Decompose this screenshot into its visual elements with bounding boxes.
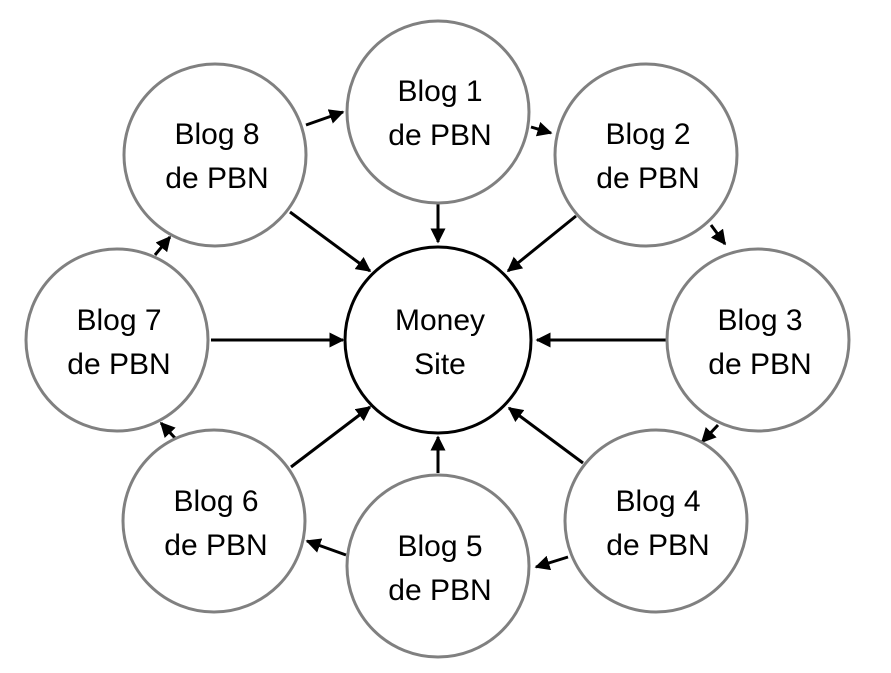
arrow-blog2-to-blog3 [709,224,727,246]
blog-6-label-line1: Blog 6 [173,485,258,518]
money-site-label-line2: Site [414,348,466,381]
arrow-blog4-to-money [507,406,584,465]
money-site-circle [343,245,533,435]
blog-6-label-line2: de PBN [164,529,267,562]
arrow-blog2-to-money [506,214,577,273]
blog-node-3: Blog 3 de PBN [665,247,851,433]
blog-node-7: Blog 7 de PBN [24,247,210,433]
blog-4-circle [563,428,749,614]
blog-2-label-line1: Blog 2 [605,118,690,151]
arrow-blog5-to-blog6 [305,538,347,557]
arrow-blog8-to-money [289,210,372,273]
blog-1-circle [345,19,531,205]
arrow-blog3-to-blog4 [700,423,720,444]
blog-8-circle [122,62,308,248]
blog-7-label-line2: de PBN [67,348,170,381]
blog-5-label-line1: Blog 5 [397,530,482,563]
blog-7-circle [24,247,210,433]
arrows-ring [153,109,727,571]
blog-6-circle [121,428,307,614]
blog-4-label-line1: Blog 4 [615,485,700,518]
blog-2-circle [553,62,739,248]
money-site-label-line1: Money [395,304,485,337]
blog-node-6: Blog 6 de PBN [121,428,307,614]
arrow-blog4-to-blog5 [534,555,569,571]
arrow-blog6-to-money [290,405,372,469]
blog-node-1: Blog 1 de PBN [345,19,531,205]
arrow-blog6-to-blog7 [159,421,177,440]
blog-3-label-line1: Blog 3 [717,304,802,337]
arrow-blog7-to-blog8 [153,235,172,256]
blog-node-5: Blog 5 de PBN [345,473,531,659]
blog-node-4: Blog 4 de PBN [563,428,749,614]
arrow-blog1-to-blog2 [530,121,553,137]
arrows-to-money-site [211,204,666,473]
blog-1-label-line2: de PBN [388,119,491,152]
blog-node-2: Blog 2 de PBN [553,62,739,248]
blog-3-label-line2: de PBN [708,348,811,381]
money-site-node: Money Site [343,245,533,435]
blog-1-label-line1: Blog 1 [397,75,482,108]
blog-8-label-line2: de PBN [165,162,268,195]
blog-3-circle [665,247,851,433]
blog-5-circle [345,473,531,659]
blog-5-label-line2: de PBN [388,574,491,607]
blog-7-label-line1: Blog 7 [76,304,161,337]
blog-2-label-line2: de PBN [596,162,699,195]
blog-8-label-line1: Blog 8 [174,118,259,151]
blog-4-label-line2: de PBN [606,529,709,562]
arrow-blog8-to-blog1 [305,109,345,127]
blog-node-8: Blog 8 de PBN [122,62,308,248]
